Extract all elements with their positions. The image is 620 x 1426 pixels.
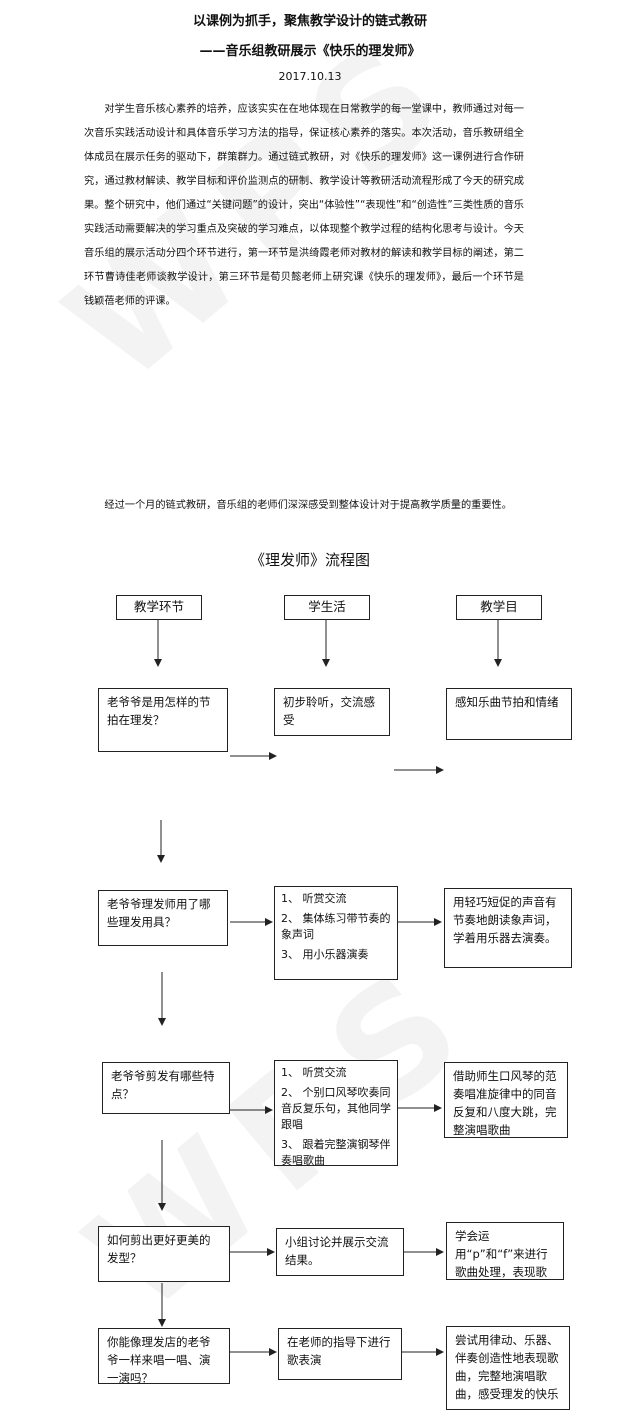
flowchart-title: 《理发师》流程图: [249, 551, 370, 569]
goal-box-4: 学会运用“p”和“f”来进行歌曲处理，表现歌曲情绪: [446, 1222, 564, 1280]
activity-item: 2、 集体练习带节奏的象声词: [281, 912, 391, 941]
header-student-activity: 学生活: [284, 595, 370, 620]
activity-box-2: 1、 听赏交流 2、 集体练习带节奏的象声词 3、 用小乐器演奏: [274, 886, 398, 980]
header-teaching-step: 教学环节: [116, 595, 202, 620]
body-paragraph-2: 经过一个月的链式教研，音乐组的老师们深深感受到整体设计对于提高教学质量的重要性。: [84, 494, 524, 518]
goal-box-1: 感知乐曲节拍和情绪: [446, 688, 572, 740]
activity-box-5: 在老师的指导下进行歌表演: [278, 1328, 402, 1380]
activity-item: 1、 听赏交流: [281, 1066, 347, 1079]
document-title: 以课例为抓手，聚焦教学设计的链式教研: [192, 14, 427, 29]
goal-box-3: 借助师生口风琴的范奏唱准旋律中的同音反复和八度大跳，完整演唱歌曲: [444, 1062, 568, 1138]
document-date: 2017.10.13: [278, 70, 342, 83]
goal-box-2: 用轻巧短促的声音有节奏地朗读象声词，学着用乐器去演奏。: [444, 888, 572, 968]
activity-item: 3、 用小乐器演奏: [281, 948, 369, 961]
activity-box-4: 小组讨论并展示交流结果。: [276, 1228, 404, 1276]
document-subtitle: ——音乐组教研展示《快乐的理发师》: [199, 44, 421, 59]
question-box-1: 老爷爷是用怎样的节拍在理发？: [98, 688, 228, 752]
paragraph-text: 对学生音乐核心素养的培养，应该实实在在地体现在日常教学的每一堂课中，教师通过对每…: [84, 104, 524, 307]
question-box-5: 你能像理发店的老爷爷一样来唱一唱、演一演吗？: [98, 1328, 230, 1384]
question-box-2: 老爷爷理发师用了哪些理发用具？: [98, 890, 228, 946]
body-paragraph-1: 对学生音乐核心素养的培养，应该实实在在地体现在日常教学的每一堂课中，教师通过对每…: [84, 98, 524, 314]
activity-box-1: 初步聆听，交流感受: [274, 688, 390, 736]
question-box-3: 老爷爷剪发有哪些特点？: [102, 1062, 230, 1114]
question-box-4: 如何剪出更好更美的发型？: [98, 1226, 230, 1282]
header-teaching-goal: 教学目: [456, 595, 542, 620]
paragraph-text: 经过一个月的链式教研，音乐组的老师们深深感受到整体设计对于提高教学质量的重要性。: [104, 500, 512, 511]
activity-item: 3、 跟着完整演钢琴伴奏唱歌曲: [281, 1138, 391, 1166]
goal-box-5: 尝试用律动、乐器、伴奏创造性地表现歌曲，完整地演唱歌曲，感受理发的快乐: [446, 1326, 570, 1410]
activity-item: 1、 听赏交流: [281, 892, 347, 905]
activity-box-3: 1、 听赏交流 2、 个别口风琴吹奏同音反复乐句，其他同学跟唱 3、 跟着完整演…: [274, 1060, 398, 1166]
activity-item: 2、 个别口风琴吹奏同音反复乐句，其他同学跟唱: [281, 1086, 391, 1131]
